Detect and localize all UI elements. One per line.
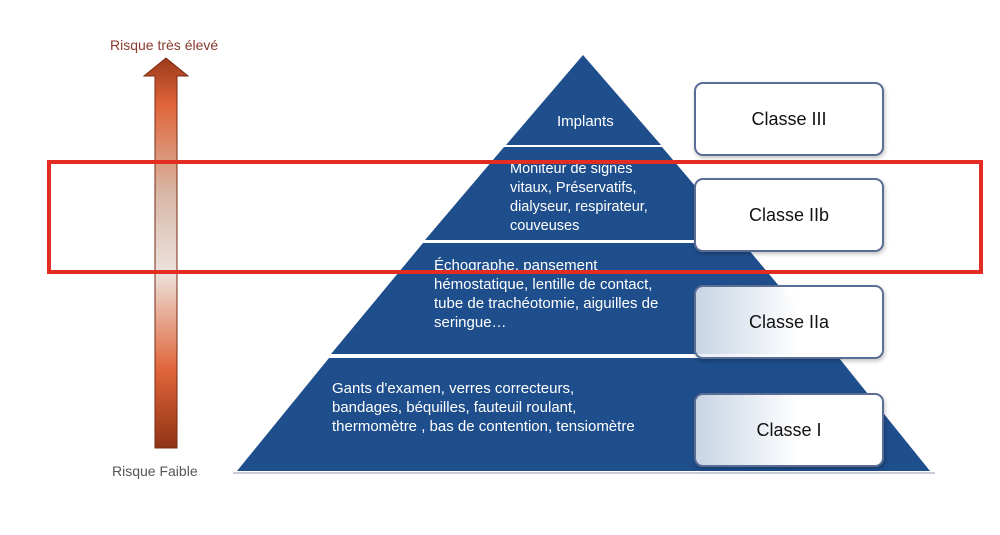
tier-3-text: Échographe, pansement hémostatique, lent…: [434, 257, 659, 331]
class-iib-box: Classe IIb: [694, 178, 884, 252]
risk-low-label: Risque Faible: [112, 463, 198, 479]
pyramid-tier-2: [425, 147, 741, 240]
risk-high-label: Risque très élevé: [110, 37, 219, 53]
class-i-box: Classe I: [694, 393, 884, 467]
class-iia-box: Classe IIa: [694, 285, 884, 359]
pyramid-tier-1: [506, 55, 661, 145]
tier-1-text: Implants: [557, 113, 614, 130]
class-iii-box: Classe III: [694, 82, 884, 156]
tier-2-text: Moniteur de signes vitaux, Préservatifs,…: [510, 161, 648, 234]
tier-4-text: Gants d'examen, verres correcteurs, band…: [332, 380, 635, 435]
risk-arrow-icon: [142, 57, 190, 449]
